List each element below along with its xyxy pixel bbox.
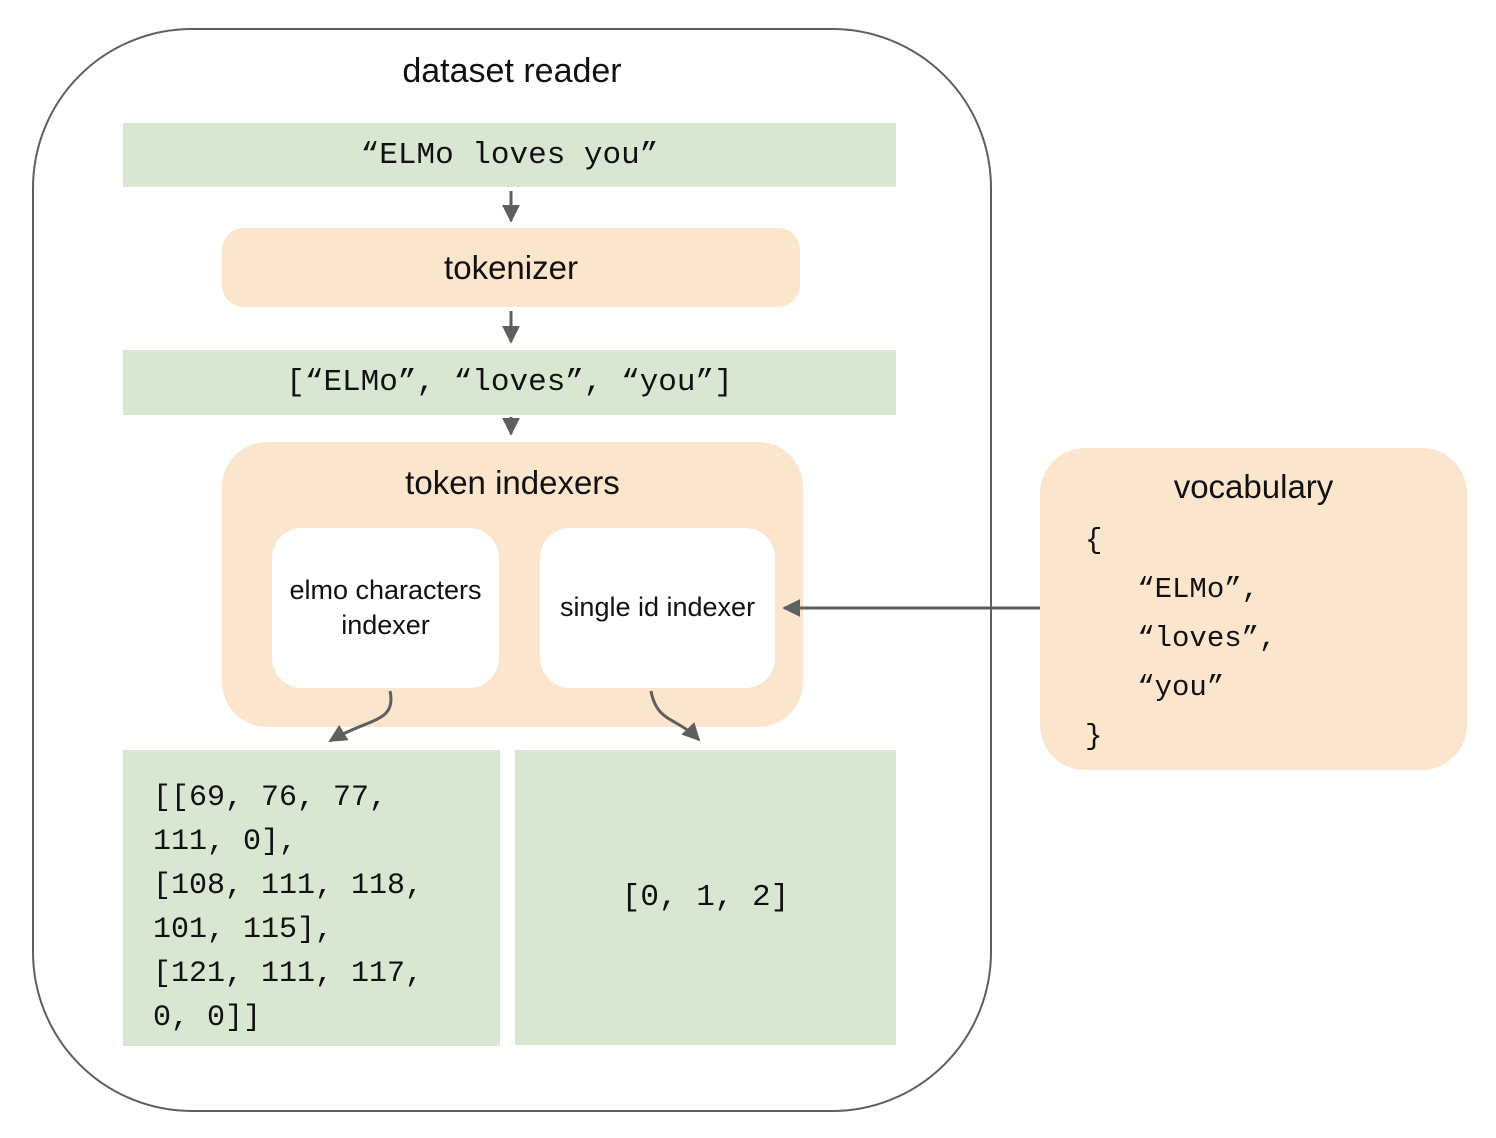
elmo-output-line: 101, 115],: [153, 913, 334, 947]
single-id-indexer-label: single id indexer: [559, 592, 756, 623]
input-sentence-text: “ELMo loves you”: [360, 137, 659, 173]
elmo-characters-indexer-label: elmo characters indexer: [289, 574, 482, 640]
vocabulary-content: { “ELMo”, “loves”, “you” }: [1085, 516, 1467, 761]
elmo-output-line: [[69, 76, 77,: [153, 781, 388, 815]
dataset-reader-title: dataset reader: [402, 52, 622, 90]
vocabulary-line: “you”: [1085, 671, 1225, 704]
token-list-box: [“ELMo”, “loves”, “you”]: [123, 350, 896, 415]
elmo-output-line: 111, 0],: [153, 825, 298, 859]
single-id-indexer-box: single id indexer: [540, 528, 775, 688]
vocabulary-line: }: [1085, 720, 1103, 753]
vocabulary-line: {: [1085, 524, 1103, 557]
token-list-text: [“ELMo”, “loves”, “you”]: [286, 365, 733, 400]
vocabulary-title: vocabulary: [1173, 468, 1334, 505]
vocabulary-line: “ELMo”,: [1085, 573, 1260, 606]
input-sentence-box: “ELMo loves you”: [123, 123, 896, 187]
elmo-characters-output-box: [[69, 76, 77, 111, 0], [108, 111, 118, 1…: [123, 750, 500, 1046]
dataset-reader-container: [32, 28, 992, 1112]
tokenizer-box: tokenizer: [222, 228, 800, 307]
single-id-output-text: [0, 1, 2]: [621, 880, 790, 915]
tokenizer-label: tokenizer: [444, 248, 578, 286]
vocabulary-box: vocabulary { “ELMo”, “loves”, “you” }: [1040, 448, 1467, 770]
elmo-output-line: [108, 111, 118,: [153, 869, 424, 903]
elmo-characters-indexer-box: elmo characters indexer: [272, 528, 499, 688]
vocabulary-line: “loves”,: [1085, 622, 1277, 655]
token-indexers-box: token indexers elmo characters indexer s…: [222, 442, 803, 727]
single-id-output-box: [0, 1, 2]: [515, 750, 896, 1045]
elmo-output-line: 0, 0]]: [153, 1001, 262, 1035]
token-indexers-title: token indexers: [405, 464, 620, 501]
elmo-output-line: [121, 111, 117,: [153, 957, 424, 991]
